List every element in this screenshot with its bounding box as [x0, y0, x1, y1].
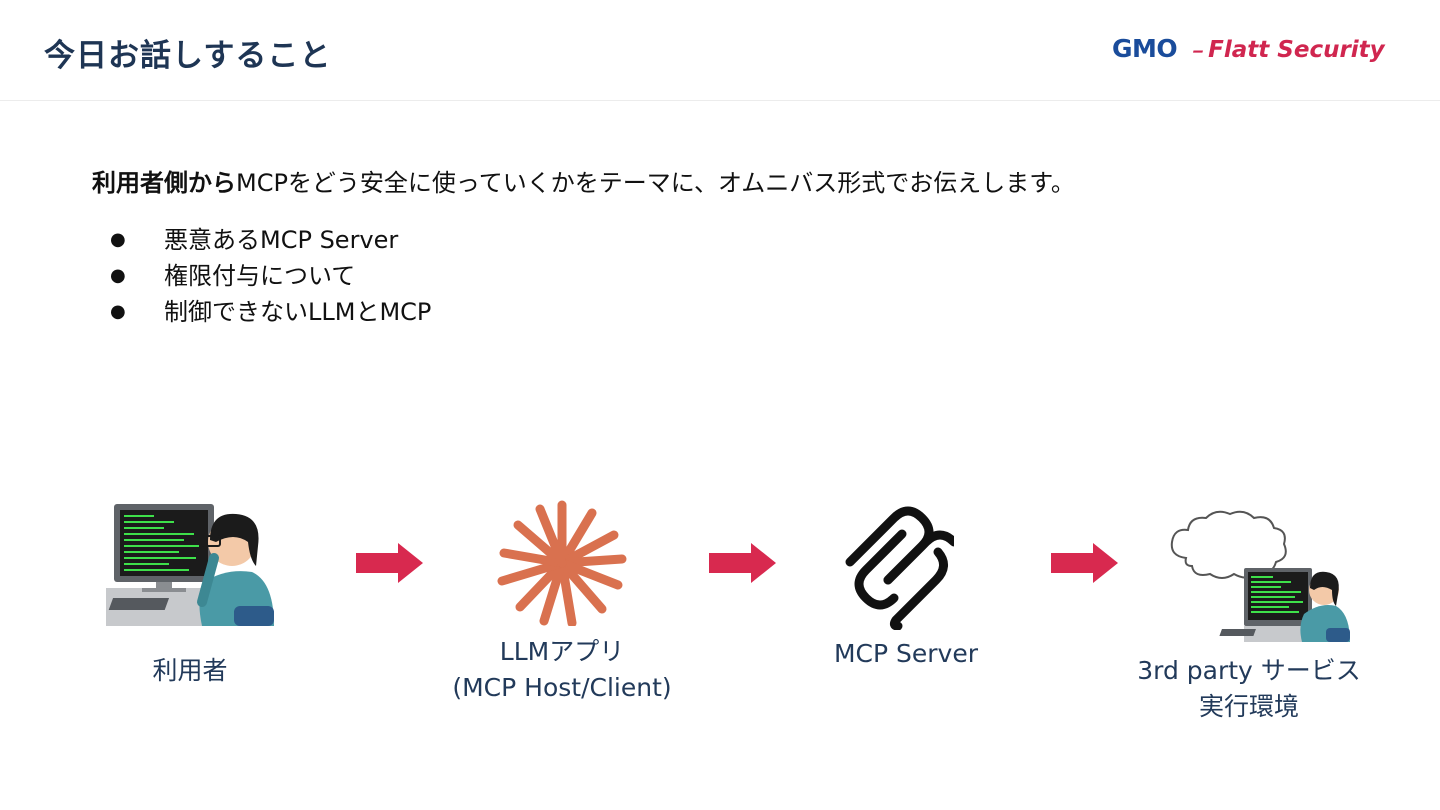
caption-third-line2: 実行環境 [1198, 692, 1299, 721]
arrow-shape [709, 543, 776, 583]
bullet-icon: ● [110, 229, 126, 250]
list-item-text: 制御できないLLMとMCP [164, 298, 432, 326]
company-logo: GMO ﹣Flatt Security [1112, 30, 1385, 70]
llm-starburst-icon [497, 500, 627, 626]
caption-mcp-text: MCP Server [833, 639, 979, 668]
bullet-icon: ● [110, 301, 126, 322]
lead-bold: 利用者側から [92, 169, 236, 197]
caption-user: 利用者 [110, 653, 270, 689]
caption-llm-line1: LLMアプリ [499, 637, 625, 666]
lead-rest: MCPをどう安全に使っていくかをテーマに、オムニバス形式でお伝えします。 [236, 169, 1075, 197]
cloud-shape [1170, 510, 1287, 579]
arrow-shape [1051, 543, 1118, 583]
list-item-text: 悪意あるMCP Server [164, 226, 399, 254]
caption-llm-line2: (MCP Host/Client) [452, 673, 672, 702]
cloud-and-operator-icon [1170, 510, 1350, 642]
list-item: ● 権限付与について [110, 260, 431, 296]
flow-arrow-icon [709, 543, 776, 583]
arrow-shape [356, 543, 423, 583]
caption-user-text: 利用者 [152, 656, 228, 685]
person-at-computer-icon [106, 504, 274, 626]
topic-list: ● 悪意あるMCP Server ● 権限付与について ● 制御できないLLMとMCP [110, 224, 431, 332]
caption-third-line1: 3rd party サービス [1137, 656, 1361, 685]
bullet-icon: ● [110, 265, 126, 286]
page-title: 今日お話しすること [44, 38, 332, 74]
list-item: ● 悪意あるMCP Server [110, 224, 431, 260]
lead-sentence: 利用者側からMCPをどう安全に使っていくかをテーマに、オムニバス形式でお伝えしま… [92, 163, 1075, 198]
caption-llm: LLMアプリ (MCP Host/Client) [432, 634, 692, 706]
mcp-logo-icon [845, 506, 954, 630]
logo-flatt-text: Flatt Security [1208, 37, 1385, 63]
list-item: ● 制御できないLLMとMCP [110, 296, 431, 332]
flow-arrow-icon [1051, 543, 1118, 583]
logo-gmo-text: GMO [1112, 34, 1178, 63]
slide-header: 今日お話しすること GMO ﹣Flatt Security [0, 0, 1440, 101]
list-item-text: 権限付与について [164, 262, 356, 290]
logo-dash: ﹣ [1177, 37, 1209, 63]
caption-mcp: MCP Server [806, 636, 1006, 672]
flow-arrow-icon [356, 543, 423, 583]
caption-third-party: 3rd party サービス 実行環境 [1118, 653, 1380, 725]
